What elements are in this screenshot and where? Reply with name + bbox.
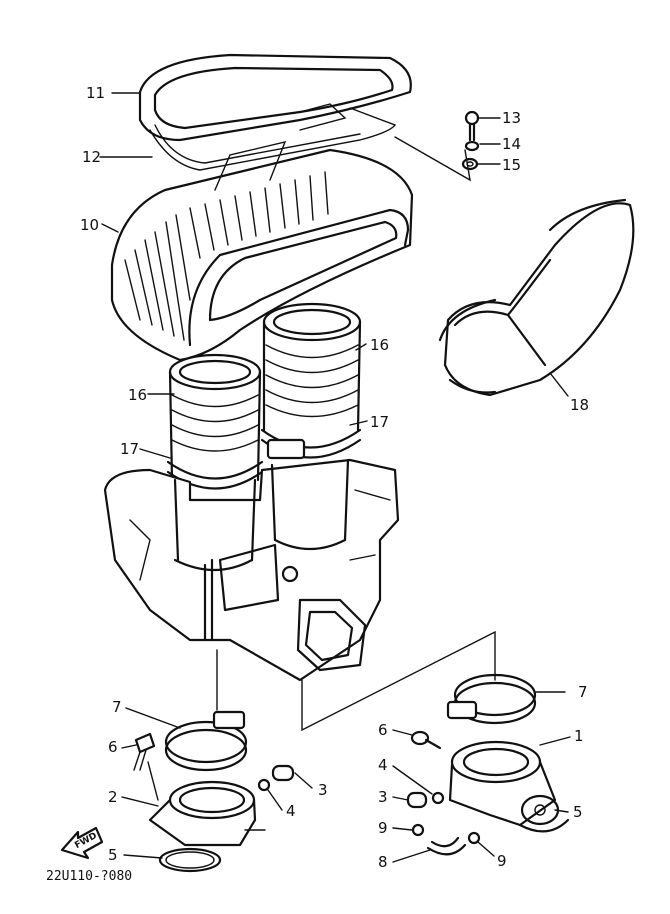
callout-16-rear: 16 bbox=[370, 336, 389, 354]
callout-8: 8 bbox=[378, 853, 388, 871]
carb-joint-left bbox=[148, 780, 266, 847]
clip-left bbox=[257, 778, 271, 792]
callout-2: 2 bbox=[108, 788, 118, 806]
cover-bolt bbox=[464, 110, 480, 142]
air-cleaner-cover bbox=[138, 53, 412, 142]
o-ring-right bbox=[518, 818, 570, 833]
plug-cap-right bbox=[406, 791, 428, 809]
callout-10: 10 bbox=[80, 216, 99, 234]
callout-3-left: 3 bbox=[318, 781, 328, 799]
callout-6-left: 6 bbox=[108, 738, 118, 756]
callout-9-right: 9 bbox=[497, 852, 507, 870]
callout-12: 12 bbox=[82, 148, 101, 166]
callout-16-front: 16 bbox=[128, 386, 147, 404]
clamp-left bbox=[164, 710, 248, 772]
callout-5-right: 5 bbox=[573, 803, 583, 821]
callout-labels: 11 12 10 13 14 15 16 16 17 17 18 7 6 2 5… bbox=[80, 84, 589, 871]
callout-14: 14 bbox=[502, 135, 521, 153]
assembly-bracket-lines bbox=[147, 136, 496, 801]
diagram-code: 22U110-?080 bbox=[46, 869, 132, 884]
duct-clamp-rear bbox=[260, 428, 362, 460]
callout-6-right: 6 bbox=[378, 721, 388, 739]
callout-4-left: 4 bbox=[286, 802, 296, 820]
intake-snorkel bbox=[438, 198, 635, 397]
callout-3-right: 3 bbox=[378, 788, 388, 806]
callout-13: 13 bbox=[502, 109, 521, 127]
air-filter-element bbox=[110, 141, 414, 362]
callout-11: 11 bbox=[86, 84, 105, 102]
callout-7-left: 7 bbox=[112, 698, 122, 716]
clip-right bbox=[431, 791, 445, 805]
intake-duct-front bbox=[168, 353, 262, 482]
callout-18: 18 bbox=[570, 396, 589, 414]
hose-right bbox=[426, 836, 467, 856]
callout-17-front: 17 bbox=[120, 440, 139, 458]
bolt-right bbox=[410, 730, 442, 750]
callout-4-right: 4 bbox=[378, 756, 388, 774]
forward-arrow-icon: FWD bbox=[60, 826, 104, 860]
clamp-right bbox=[446, 673, 537, 725]
callout-15: 15 bbox=[502, 156, 521, 174]
callout-9-left: 9 bbox=[378, 819, 388, 837]
callout-17-rear: 17 bbox=[370, 413, 389, 431]
cover-grommet bbox=[461, 157, 479, 171]
carb-joint-right bbox=[448, 740, 560, 827]
callout-7-right: 7 bbox=[578, 683, 588, 701]
leader-lines bbox=[99, 92, 571, 863]
callout-5-left: 5 bbox=[108, 846, 118, 864]
hose-clip-right bbox=[411, 823, 481, 845]
callout-1: 1 bbox=[574, 727, 584, 745]
plug-cap-left bbox=[271, 764, 295, 782]
o-ring-left bbox=[158, 847, 222, 873]
engine-carburetor-block bbox=[103, 458, 400, 682]
cover-washer bbox=[464, 140, 480, 152]
intake-duct-rear bbox=[262, 302, 362, 432]
bolt-left bbox=[133, 732, 156, 771]
